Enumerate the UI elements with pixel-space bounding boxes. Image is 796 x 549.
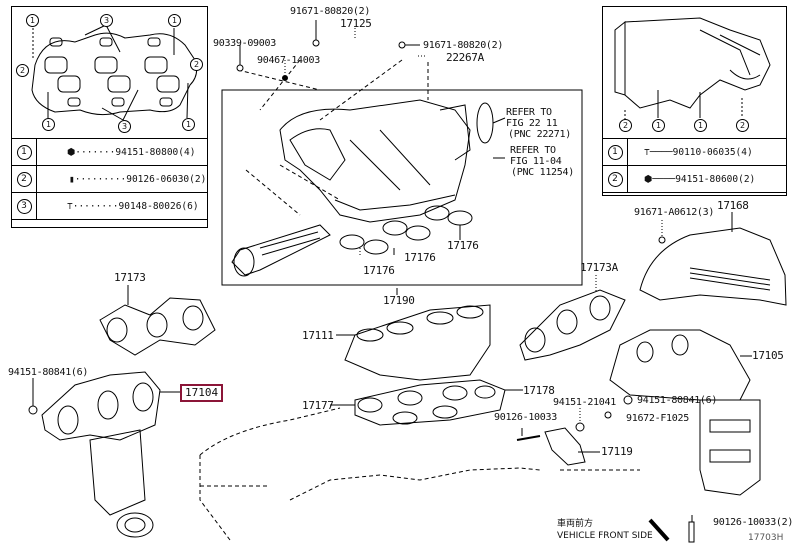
legend-part: 90126-06030(2)	[126, 173, 207, 185]
figure-code: 17703H	[748, 533, 784, 543]
legend-index: 1	[607, 144, 623, 160]
exhaust-manifold-17105-drawing	[609, 329, 761, 496]
part-label[interactable]: 94151-21041	[553, 397, 616, 408]
legend-index: 2	[16, 171, 32, 187]
nut-icon: ⬢	[644, 173, 653, 185]
refer-note: FIG 11-04	[510, 156, 562, 167]
part-label[interactable]: 17176	[447, 239, 479, 252]
part-label[interactable]: 17177	[302, 399, 334, 412]
stud-icon: ▮	[69, 173, 75, 185]
refer-note: (PNC 11254)	[511, 167, 574, 178]
intake-assembly-frame	[221, 89, 583, 286]
inset-right-legend: 1 ⊤────90110-06035(4) 2 ⬢────94151-80600…	[602, 138, 787, 193]
direction-note-japanese: 車両前方	[557, 519, 594, 529]
legend-row: 2 ▮·········90126-06030(2)	[11, 165, 208, 193]
heat-insulator-17168-drawing	[639, 227, 787, 306]
inset-left-legend: 1 ⬢·······94151-80800(4) 2 ▮·········901…	[11, 138, 208, 220]
callout: 3	[118, 120, 131, 133]
part-label[interactable]: 17190	[383, 294, 415, 307]
plenum-inset-drawing	[614, 17, 771, 120]
intake-manifold-17111-drawing	[344, 304, 491, 381]
part-label[interactable]: 91672-F1025	[626, 413, 689, 424]
part-label[interactable]: 17176	[363, 264, 395, 277]
part-label[interactable]: 90467-14003	[257, 55, 320, 66]
throttle-sensor-drawing	[231, 224, 331, 277]
legend-index: 1	[16, 144, 32, 160]
legend-part: 90110-06035(4)	[672, 146, 753, 158]
intake-manifold-drawing	[279, 99, 506, 223]
bolt-icon: ⊤	[67, 200, 73, 212]
callout: 1	[694, 119, 707, 132]
part-label[interactable]: 90339-09003	[213, 38, 276, 49]
part-label[interactable]: 17125	[340, 17, 372, 30]
part-label[interactable]: 17105	[752, 349, 784, 362]
part-label[interactable]: 90126-10033(2)	[713, 517, 794, 528]
part-label[interactable]: 17176	[404, 251, 436, 264]
callout: 2	[190, 58, 203, 71]
legend-row: 3 ⊤········90148-80026(6)	[11, 192, 208, 220]
callout: 1	[26, 14, 39, 27]
legend-row: 2 ⬢────94151-80600(2)	[602, 165, 787, 193]
legend-row: 1 ⊤────90110-06035(4)	[602, 138, 787, 166]
part-label[interactable]: 17178	[523, 384, 555, 397]
intake-gaskets-17177-17178-drawing	[354, 379, 506, 426]
guide-lines	[237, 59, 429, 216]
refer-note: REFER TO	[506, 107, 552, 118]
bracket-17119-drawing	[516, 427, 586, 466]
callout: 3	[100, 14, 113, 27]
bolt-icon: ⊤	[644, 146, 650, 158]
refer-note: FIG 22 11	[506, 118, 558, 129]
callout: 2	[16, 64, 29, 77]
nut-icon: ⬢	[67, 146, 76, 158]
exhaust-gasket-17173-drawing	[99, 297, 216, 356]
part-label[interactable]: 17111	[302, 329, 334, 342]
part-label[interactable]: 17173	[114, 271, 146, 284]
direction-note-english: VEHICLE FRONT SIDE	[557, 531, 653, 541]
part-label[interactable]: 94151-80841(6)	[8, 367, 89, 378]
part-label[interactable]: 91671-80820(2)	[290, 6, 371, 17]
callout: 1	[652, 119, 665, 132]
leader-lines	[32, 20, 752, 542]
exhaust-gasket-17173A-drawing	[519, 289, 626, 361]
highlighted-part-label[interactable]: 17104	[180, 384, 224, 402]
exhaust-manifold-17104-drawing	[41, 371, 161, 538]
engine-outline	[199, 407, 640, 541]
legend-part: 94151-80600(2)	[675, 173, 756, 185]
part-label[interactable]: 17119	[601, 445, 633, 458]
legend-index: 2	[607, 171, 623, 187]
legend-index: 3	[16, 198, 32, 214]
fasteners	[28, 39, 695, 543]
part-label[interactable]: 94151-80841(6)	[637, 395, 718, 406]
part-label[interactable]: 17168	[717, 199, 749, 212]
callout: 2	[619, 119, 632, 132]
callout: 1	[182, 118, 195, 131]
inset-right	[602, 6, 787, 196]
refer-note: (PNC 22271)	[508, 129, 571, 140]
part-label[interactable]: 91671-A0612(3)	[634, 207, 715, 218]
part-label[interactable]: 17173A	[580, 261, 618, 274]
legend-part: 94151-80800(4)	[115, 146, 196, 158]
callout: 2	[736, 119, 749, 132]
callout: 1	[42, 118, 55, 131]
inset-left	[11, 6, 208, 228]
part-label[interactable]: 90126-10033	[494, 412, 557, 423]
refer-note: REFER TO	[510, 145, 556, 156]
callout: 1	[168, 14, 181, 27]
part-label: 22267A	[446, 51, 484, 64]
legend-row: 1 ⬢·······94151-80800(4)	[11, 138, 208, 166]
intake-gasket-inset-drawing	[31, 24, 198, 121]
part-label[interactable]: 91671-80820(2)	[423, 40, 504, 51]
legend-part: 90148-80026(6)	[118, 200, 199, 212]
